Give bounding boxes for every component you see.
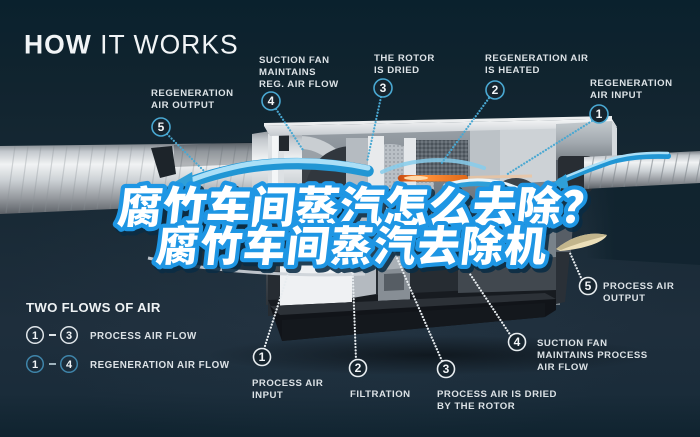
svg-text:2: 2 [355,361,362,375]
svg-text:5: 5 [158,120,165,134]
svg-text:HOW IT WORKS: HOW IT WORKS [24,30,239,60]
svg-text:FILTRATION: FILTRATION [350,389,411,400]
svg-text:5: 5 [585,279,592,293]
svg-text:4: 4 [66,359,73,371]
svg-text:3: 3 [66,330,72,342]
svg-text:4: 4 [268,94,275,108]
svg-text:2: 2 [492,83,499,97]
svg-text:1: 1 [596,107,603,121]
svg-text:REGENERATION AIR FLOW: REGENERATION AIR FLOW [90,360,230,371]
svg-text:TWO FLOWS OF AIR: TWO FLOWS OF AIR [26,300,161,315]
svg-text:1: 1 [259,350,266,364]
svg-text:3: 3 [380,81,387,95]
svg-text:PROCESS AIR FLOW: PROCESS AIR FLOW [90,331,197,342]
svg-text:3: 3 [443,362,450,376]
svg-text:1: 1 [32,330,38,342]
svg-text:4: 4 [514,335,521,349]
svg-text:1: 1 [32,359,38,371]
